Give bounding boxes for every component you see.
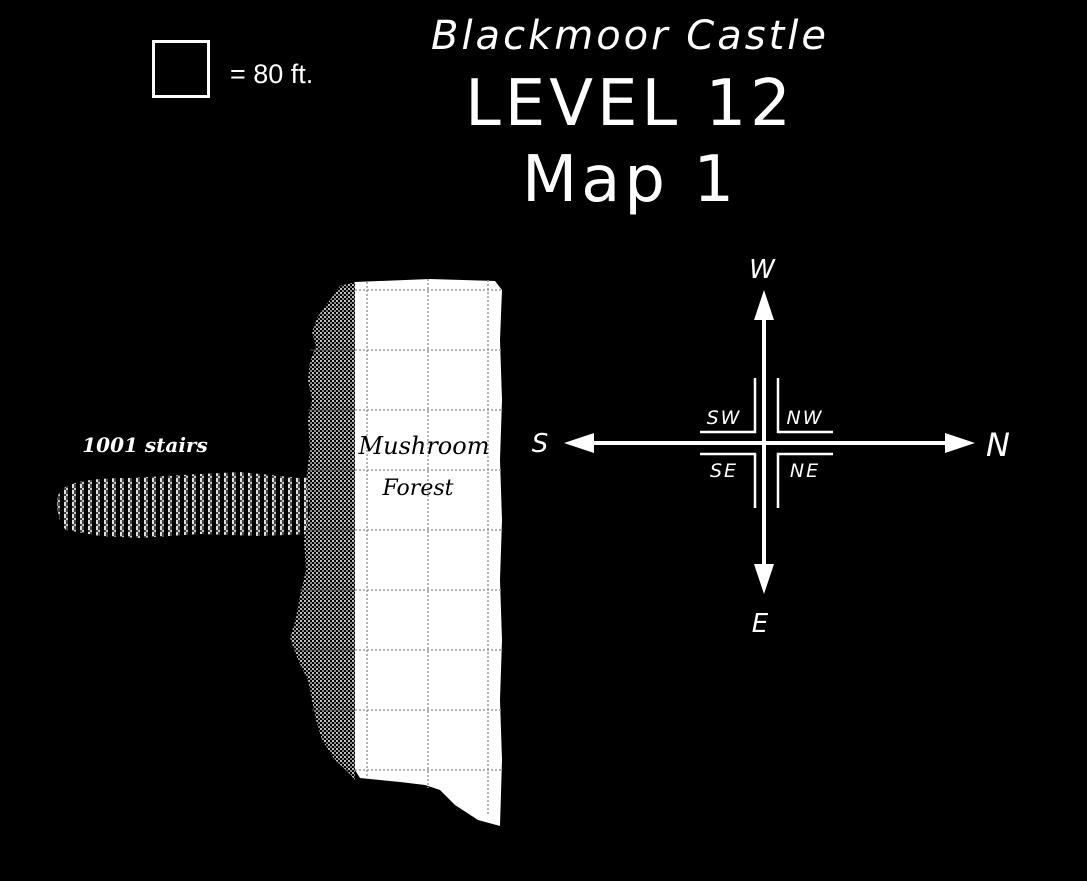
scale-label: = 80 ft.	[230, 59, 314, 89]
region-label-line2: Forest	[382, 476, 454, 501]
compass-rose	[564, 290, 975, 594]
compass-sw: SW	[707, 407, 742, 429]
castle-name: Blackmoor Castle	[431, 13, 829, 59]
compass-ne: NE	[790, 460, 820, 482]
mushroom-forest-area	[294, 279, 502, 826]
region-label-line1: Mushroom	[358, 432, 490, 460]
compass-south: S	[532, 429, 549, 459]
compass-east: E	[752, 609, 769, 639]
scale-square	[152, 40, 210, 98]
compass-nw: NW	[787, 407, 824, 429]
cave-wall	[290, 282, 355, 780]
stairs-label: 1001 stairs	[82, 433, 207, 457]
compass-west: W	[749, 255, 776, 285]
stairs-corridor	[57, 472, 312, 538]
map-number: Map 1	[521, 143, 739, 217]
compass-north: N	[986, 426, 1010, 464]
compass-se: SE	[710, 460, 738, 482]
level-title: LEVEL 12	[465, 67, 795, 141]
title-block: Blackmoor Castle LEVEL 12 Map 1	[380, 8, 880, 218]
